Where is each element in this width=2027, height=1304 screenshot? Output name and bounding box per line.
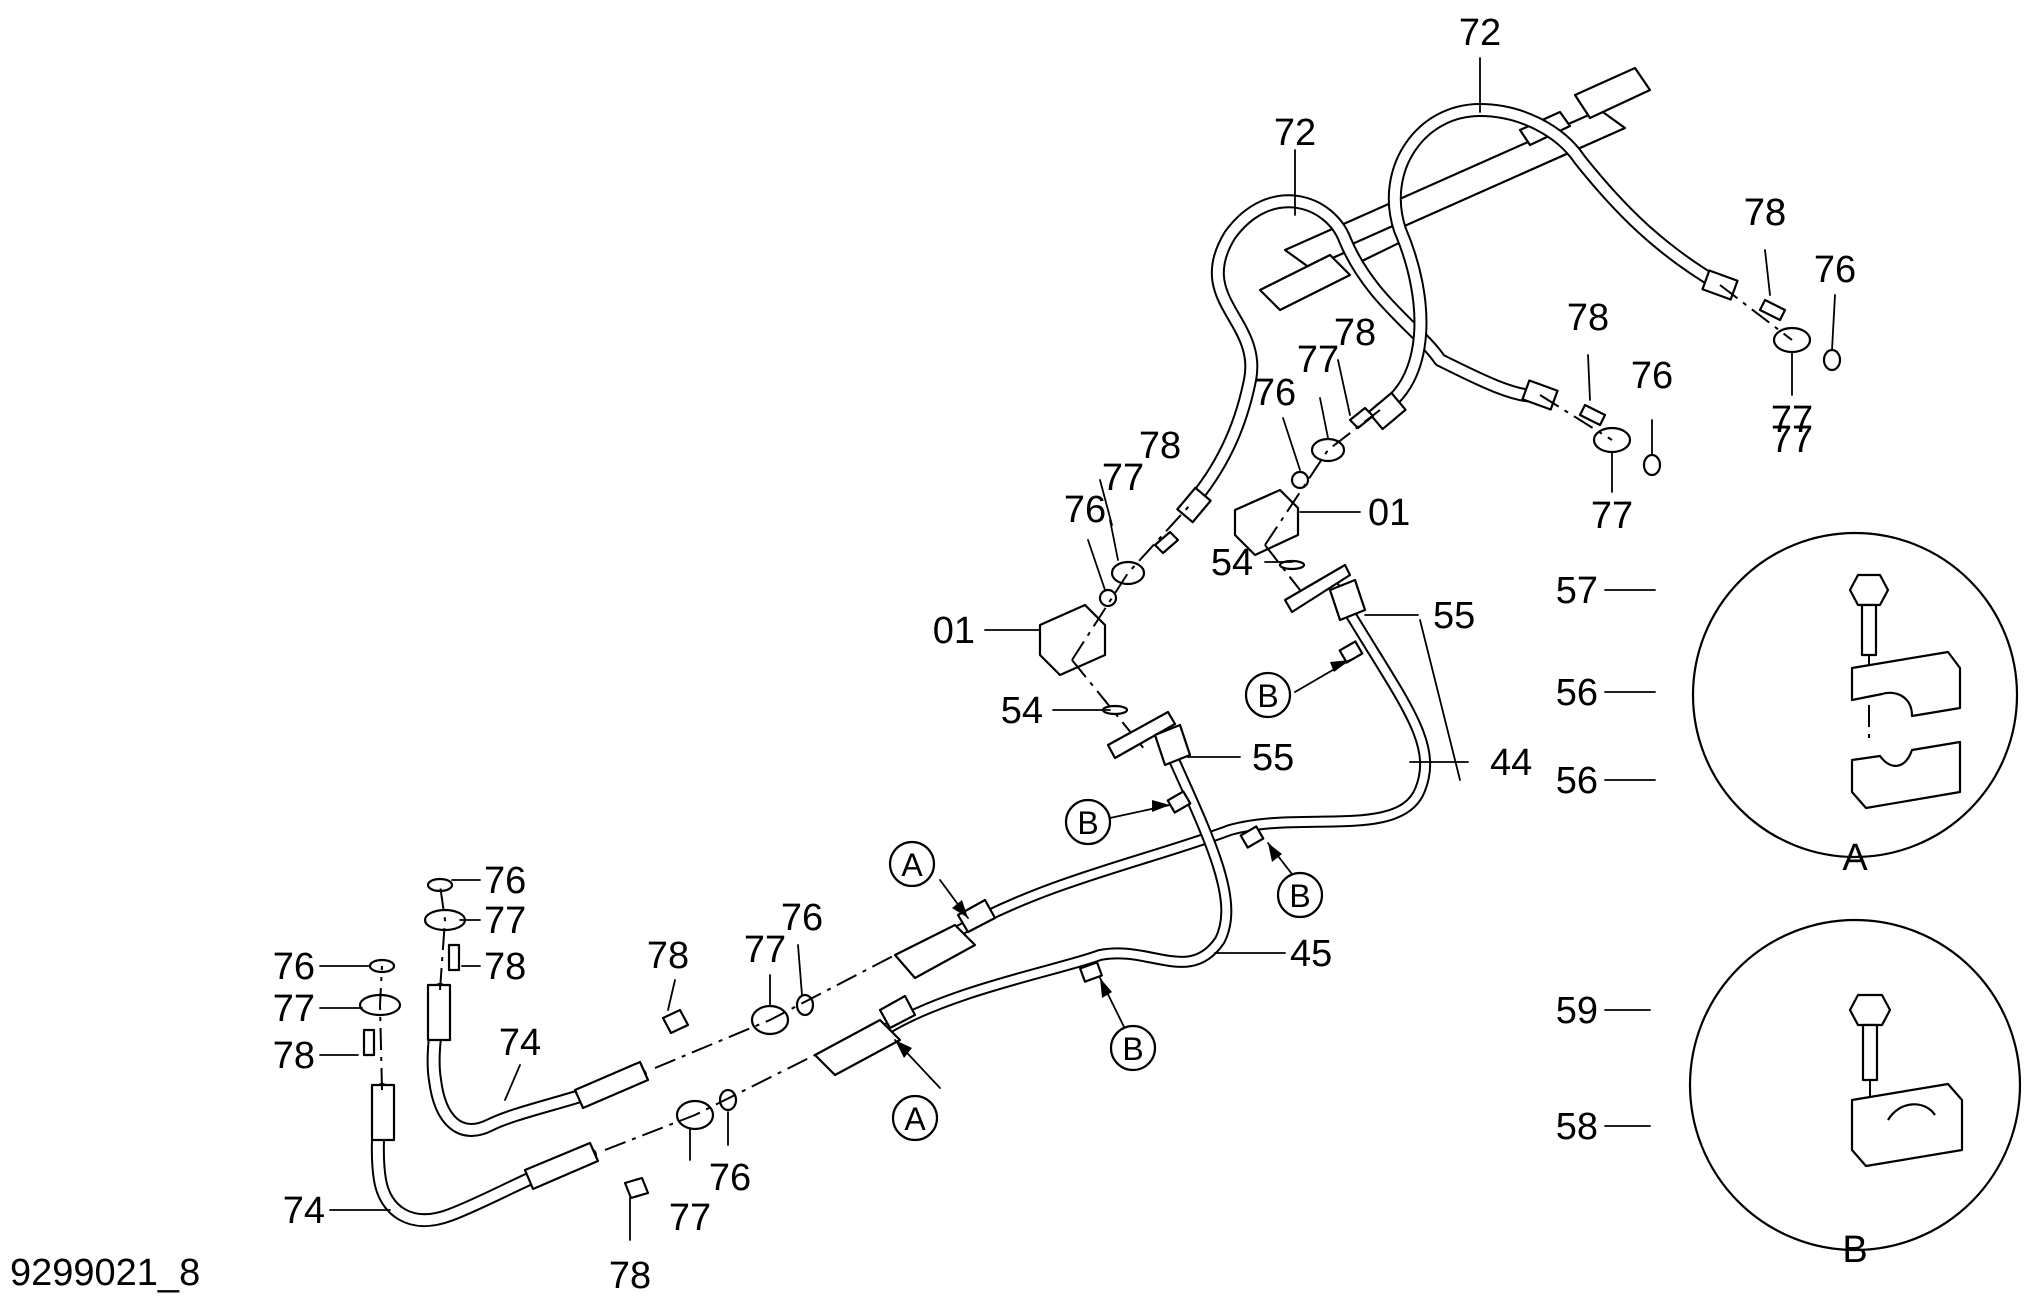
- part-label: 78: [484, 946, 526, 988]
- part-label: 01: [1368, 492, 1410, 534]
- part-label: 55: [1433, 595, 1475, 637]
- hose-72-assembly: [1038, 66, 1842, 751]
- part-label: 74: [499, 1022, 541, 1064]
- detail-a-upper-label: 56: [1556, 672, 1598, 714]
- callout-b-2: B: [1064, 798, 1112, 846]
- tube-44-45-assembly: [813, 559, 1432, 1077]
- part-label: 74: [283, 1190, 325, 1232]
- part-label: 78: [273, 1035, 315, 1077]
- svg-text:B: B: [1077, 805, 1098, 841]
- part-label: 77: [669, 1197, 711, 1239]
- part-label: 78: [1744, 192, 1786, 234]
- part-label: 45: [1290, 933, 1332, 975]
- detail-b-clamp-label: 58: [1556, 1106, 1598, 1148]
- part-label: 76: [484, 860, 526, 902]
- part-label: 77: [1102, 457, 1144, 499]
- detail-a-title: A: [1842, 837, 1868, 879]
- part-label: 78: [1334, 312, 1376, 354]
- svg-text:A: A: [901, 847, 923, 883]
- detail-a-bolt-label: 57: [1556, 570, 1598, 612]
- part-label: 77: [1591, 495, 1633, 537]
- callout-b-1: B: [1244, 671, 1292, 719]
- drawing-id: 9299021_8: [10, 1252, 200, 1294]
- part-label: 54: [1211, 542, 1253, 584]
- part-label: 76: [709, 1157, 751, 1199]
- svg-text:B: B: [1122, 1031, 1143, 1067]
- part-label: 76: [1631, 355, 1673, 397]
- part-label: 78: [1744, 192, 1786, 234]
- detail-b-title: B: [1842, 1229, 1867, 1271]
- part-label: 78: [647, 935, 689, 977]
- svg-text:B: B: [1289, 878, 1310, 914]
- hose-74-assembly: [358, 877, 896, 1227]
- part-label: 01: [933, 610, 975, 652]
- part-label: 72: [1459, 12, 1501, 54]
- part-label: 44: [1490, 742, 1532, 784]
- callout-a-lower: A: [891, 1094, 939, 1142]
- callout-b-4: B: [1109, 1024, 1157, 1072]
- part-label: 78: [609, 1255, 651, 1297]
- part-label: 76: [781, 897, 823, 939]
- part-label: 77: [744, 929, 786, 971]
- detail-b-bolt-label: 59: [1556, 990, 1598, 1032]
- detail-a-lower-label: 56: [1556, 760, 1598, 802]
- part-label: 77: [273, 988, 315, 1030]
- callout-a-upper: A: [888, 840, 936, 888]
- part-label: 72: [1274, 112, 1316, 154]
- leader-lines: [319, 57, 1836, 1241]
- part-label: 77: [1771, 419, 1813, 461]
- part-label: 77: [1771, 399, 1813, 441]
- detail-view-b: 59 58 B: [1556, 918, 2022, 1271]
- part-label: 76: [1064, 489, 1106, 531]
- part-label: 55: [1252, 737, 1294, 779]
- part-label: 76: [1814, 249, 1856, 291]
- part-label: 76: [273, 946, 315, 988]
- callout-b-3: B: [1276, 871, 1324, 919]
- part-label: 78: [1567, 297, 1609, 339]
- svg-text:A: A: [904, 1101, 926, 1137]
- part-label: 77: [484, 900, 526, 942]
- part-label: 78: [1139, 425, 1181, 467]
- detail-view-a: 57 56 56 A: [1556, 531, 2019, 879]
- part-label: 54: [1001, 690, 1043, 732]
- part-label: 76: [1254, 372, 1296, 414]
- part-labels: 72 72 78 76 77 78 76 77 77 78 76 01 54 5…: [273, 12, 1856, 1297]
- callout-markers: A A B B B B: [888, 659, 1351, 1142]
- part-label: 77: [1297, 339, 1339, 381]
- svg-text:B: B: [1257, 678, 1278, 714]
